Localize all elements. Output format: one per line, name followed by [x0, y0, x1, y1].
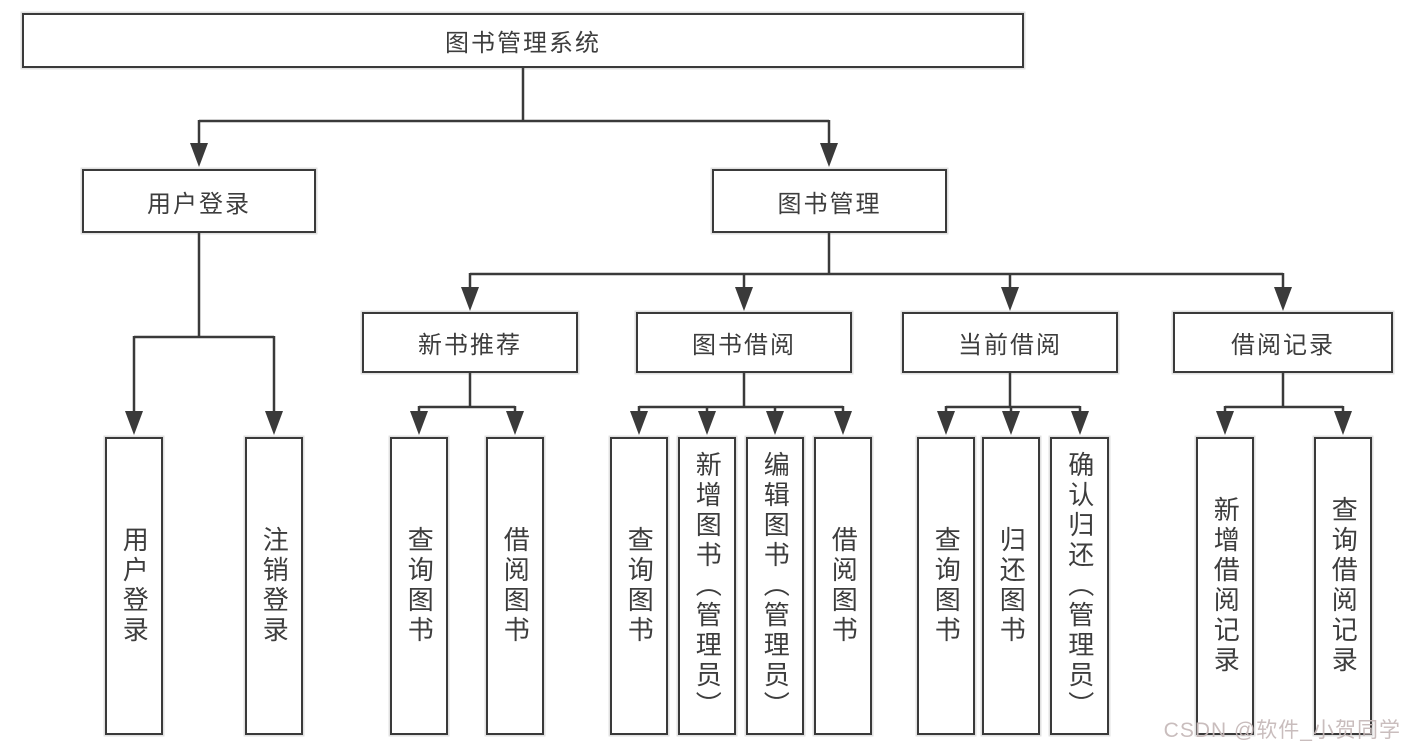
arrow-down-icon: [1274, 287, 1292, 311]
csdn-watermark: CSDN @软件_小贺同学: [1163, 719, 1401, 742]
arrow-down-icon: [125, 411, 143, 435]
arrow-down-icon: [630, 411, 648, 435]
arrow-down-icon: [834, 411, 852, 435]
leaf-current-query-books-label: 查询图书: [931, 526, 962, 646]
leaf-add-books-admin: 新增图书（管理员）: [678, 437, 736, 735]
arrow-down-icon: [461, 287, 479, 311]
leaf-return-books: 归还图书: [982, 437, 1040, 735]
leaf-add-borrow-record: 新增借阅记录: [1196, 437, 1254, 735]
node-root-system: 图书管理系统: [22, 13, 1024, 68]
node-current-borrowing-label: 当前借阅: [958, 332, 1062, 359]
leaf-logout: 注销登录: [245, 437, 303, 735]
node-user-login-label: 用户登录: [147, 190, 251, 218]
node-new-book-recommend: 新书推荐: [362, 312, 578, 373]
arrow-down-icon: [766, 411, 784, 435]
arrow-down-icon: [265, 411, 283, 435]
leaf-newrec-borrow-books: 借阅图书: [486, 437, 544, 735]
node-new-book-recommend-label: 新书推荐: [418, 332, 522, 359]
leaf-logout-label: 注销登录: [259, 526, 290, 646]
leaf-current-query-books: 查询图书: [917, 437, 975, 735]
arrow-down-icon: [698, 411, 716, 435]
leaf-return-books-label: 归还图书: [996, 526, 1027, 646]
arrow-down-icon: [820, 143, 838, 167]
leaf-add-books-admin-label: 新增图书（管理员）: [692, 451, 723, 721]
leaf-confirm-return-admin: 确认归还（管理员）: [1050, 437, 1109, 735]
connector-bookborrow-to-leaves: [637, 373, 845, 418]
node-book-management: 图书管理: [712, 169, 947, 233]
leaf-user-login: 用户登录: [105, 437, 163, 735]
node-book-borrowing-label: 图书借阅: [692, 332, 796, 359]
leaf-newrec-query-books: 查询图书: [390, 437, 448, 735]
node-root-label: 图书管理系统: [445, 30, 601, 57]
connector-bookmgmt-to-level3: [468, 233, 1285, 294]
arrow-down-icon: [1002, 411, 1020, 435]
leaf-edit-books-admin: 编辑图书（管理员）: [746, 437, 804, 735]
arrow-down-icon: [1216, 411, 1234, 435]
connector-root-to-level2: [197, 68, 831, 150]
connector-newbookrec-to-leaves: [417, 373, 517, 418]
arrow-down-icon: [1334, 411, 1352, 435]
leaf-borrowing-borrow-books-label: 借阅图书: [828, 526, 859, 646]
arrow-down-icon: [735, 287, 753, 311]
leaf-borrowing-borrow-books: 借阅图书: [814, 437, 872, 735]
leaf-newrec-query-books-label: 查询图书: [404, 526, 435, 646]
arrow-down-icon: [1071, 411, 1089, 435]
leaf-edit-books-admin-label: 编辑图书（管理员）: [760, 451, 791, 721]
node-book-borrowing: 图书借阅: [636, 312, 852, 373]
leaf-confirm-return-admin-label: 确认归还（管理员）: [1064, 451, 1095, 721]
node-current-borrowing: 当前借阅: [902, 312, 1118, 373]
leaf-borrowing-query-books: 查询图书: [610, 437, 668, 735]
arrow-down-icon: [410, 411, 428, 435]
arrow-down-icon: [506, 411, 524, 435]
connector-userlogin-to-leaves: [132, 233, 276, 418]
leaf-borrowing-query-books-label: 查询图书: [624, 526, 655, 646]
node-borrowing-records-label: 借阅记录: [1231, 332, 1335, 359]
arrow-down-icon: [1001, 287, 1019, 311]
leaf-newrec-borrow-books-label: 借阅图书: [500, 526, 531, 646]
leaf-query-borrow-record-label: 查询借阅记录: [1328, 496, 1359, 676]
node-book-management-label: 图书管理: [777, 190, 882, 218]
connector-borrowrecords-to-leaves: [1223, 373, 1345, 418]
leaf-user-login-label: 用户登录: [119, 526, 150, 646]
arrow-down-icon: [190, 143, 208, 167]
leaf-add-borrow-record-label: 新增借阅记录: [1210, 496, 1241, 676]
node-borrowing-records: 借阅记录: [1173, 312, 1393, 373]
arrowhead-icons: [125, 143, 1352, 435]
node-user-login: 用户登录: [82, 169, 316, 233]
arrow-down-icon: [937, 411, 955, 435]
leaf-query-borrow-record: 查询借阅记录: [1314, 437, 1372, 735]
